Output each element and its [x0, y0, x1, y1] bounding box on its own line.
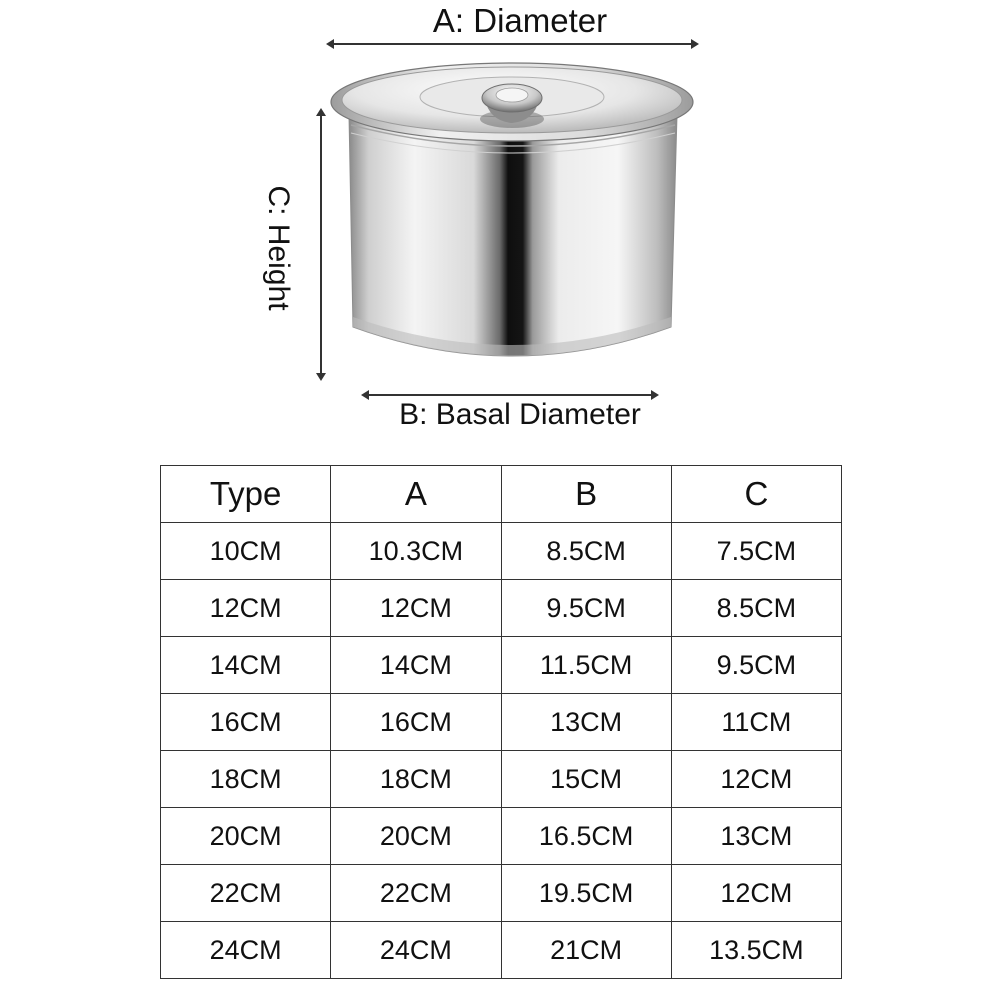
cell-c: 9.5CM	[670, 636, 843, 694]
cell-b: 15CM	[500, 750, 672, 808]
table-row: 10CM 10.3CM 8.5CM 7.5CM	[159, 522, 843, 580]
stainless-pot-image	[330, 62, 694, 357]
cell-b: 8.5CM	[500, 522, 672, 580]
diameter-label: A: Diameter	[432, 2, 608, 39]
cell-c: 8.5CM	[670, 579, 843, 637]
cell-c: 13.5CM	[670, 921, 843, 979]
table-row: 18CM 18CM 15CM 12CM	[159, 750, 843, 808]
table-row: 12CM 12CM 9.5CM 8.5CM	[159, 579, 843, 637]
header-c: C	[670, 465, 843, 523]
header-b: B	[500, 465, 672, 523]
cell-b: 16.5CM	[500, 807, 672, 865]
header-a: A	[330, 465, 502, 523]
table-row: 20CM 20CM 16.5CM 13CM	[159, 807, 843, 865]
table-row: 14CM 14CM 11.5CM 9.5CM	[159, 636, 843, 694]
cell-type: 24CM	[159, 921, 332, 979]
cell-type: 20CM	[159, 807, 332, 865]
cell-type: 10CM	[159, 522, 332, 580]
height-label: C: Height	[262, 185, 295, 311]
table-row: 16CM 16CM 13CM 11CM	[159, 693, 843, 751]
cell-c: 12CM	[670, 864, 843, 922]
basal-diameter-label: B: Basal Diameter	[399, 398, 641, 431]
cell-a: 18CM	[330, 750, 502, 808]
cell-a: 14CM	[330, 636, 502, 694]
cell-b: 19.5CM	[500, 864, 672, 922]
cell-b: 11.5CM	[500, 636, 672, 694]
cell-c: 11CM	[670, 693, 843, 751]
table-row: 22CM 22CM 19.5CM 12CM	[159, 864, 843, 922]
cell-b: 13CM	[500, 693, 672, 751]
diameter-arrow	[326, 39, 699, 49]
table-row: 24CM 24CM 21CM 13.5CM	[159, 921, 843, 979]
cell-c: 12CM	[670, 750, 843, 808]
cell-type: 22CM	[159, 864, 332, 922]
cell-a: 22CM	[330, 864, 502, 922]
cell-a: 24CM	[330, 921, 502, 979]
cell-a: 10.3CM	[330, 522, 502, 580]
cell-a: 12CM	[330, 579, 502, 637]
cell-type: 18CM	[159, 750, 332, 808]
cell-type: 14CM	[159, 636, 332, 694]
cell-a: 16CM	[330, 693, 502, 751]
basal-diameter-arrow	[361, 390, 659, 400]
height-arrow	[316, 108, 326, 381]
cell-a: 20CM	[330, 807, 502, 865]
table-header-row: Type A B C	[159, 465, 843, 523]
cell-c: 7.5CM	[670, 522, 843, 580]
size-table: Type A B C 10CM 10.3CM 8.5CM 7.5CM 12CM …	[159, 465, 843, 979]
cell-type: 12CM	[159, 579, 332, 637]
header-type: Type	[159, 465, 332, 523]
cell-c: 13CM	[670, 807, 843, 865]
cell-b: 21CM	[500, 921, 672, 979]
cell-b: 9.5CM	[500, 579, 672, 637]
cell-type: 16CM	[159, 693, 332, 751]
